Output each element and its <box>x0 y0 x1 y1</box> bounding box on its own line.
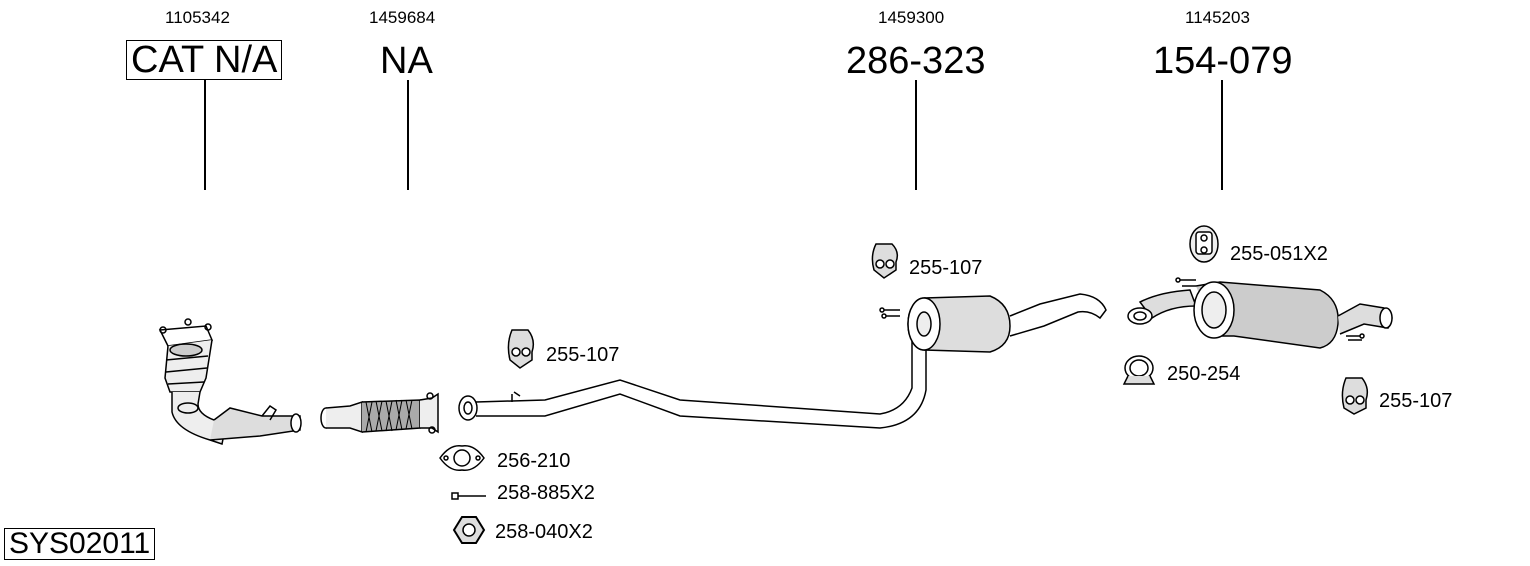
part-number-front-pipe: 1459684 <box>369 8 436 27</box>
middle-silencer-icon <box>879 293 1107 353</box>
label-hanger-rear-top: 255-051X2 <box>1230 243 1328 265</box>
hanger-icon-rear <box>1341 377 1369 415</box>
rear-silencer-icon <box>1127 277 1393 349</box>
hanger-icon-middle <box>871 243 899 279</box>
part-code-catalyst: CAT N/A <box>126 40 283 80</box>
hanger-icon-rear-top <box>1189 225 1219 263</box>
label-hanger-front: 255-107 <box>546 344 620 366</box>
part-code-rear-silencer: 154-079 <box>1153 40 1293 82</box>
label-nut: 258-040X2 <box>495 521 593 543</box>
gasket-icon <box>439 445 485 471</box>
label-hanger-middle: 255-107 <box>909 257 983 279</box>
part-code-front-pipe: NA <box>380 40 433 82</box>
flex-pipe-icon <box>320 392 439 434</box>
label-clamp: 250-254 <box>1167 363 1241 385</box>
label-gasket: 256-210 <box>497 450 571 472</box>
part-code-middle-silencer: 286-323 <box>846 40 986 82</box>
catalyst-icon <box>158 318 302 445</box>
nut-icon <box>452 516 486 544</box>
part-number-middle-silencer: 1459300 <box>878 8 945 27</box>
system-code: SYS02011 <box>4 528 156 560</box>
part-number-catalyst: 1105342 <box>165 8 230 27</box>
hanger-icon-front <box>507 329 535 369</box>
label-bolt: 258-885X2 <box>497 482 595 504</box>
bolt-icon <box>451 492 486 500</box>
label-hanger-rear: 255-107 <box>1379 390 1453 412</box>
clamp-icon <box>1122 355 1156 385</box>
part-number-rear-silencer: 1145203 <box>1185 8 1250 27</box>
